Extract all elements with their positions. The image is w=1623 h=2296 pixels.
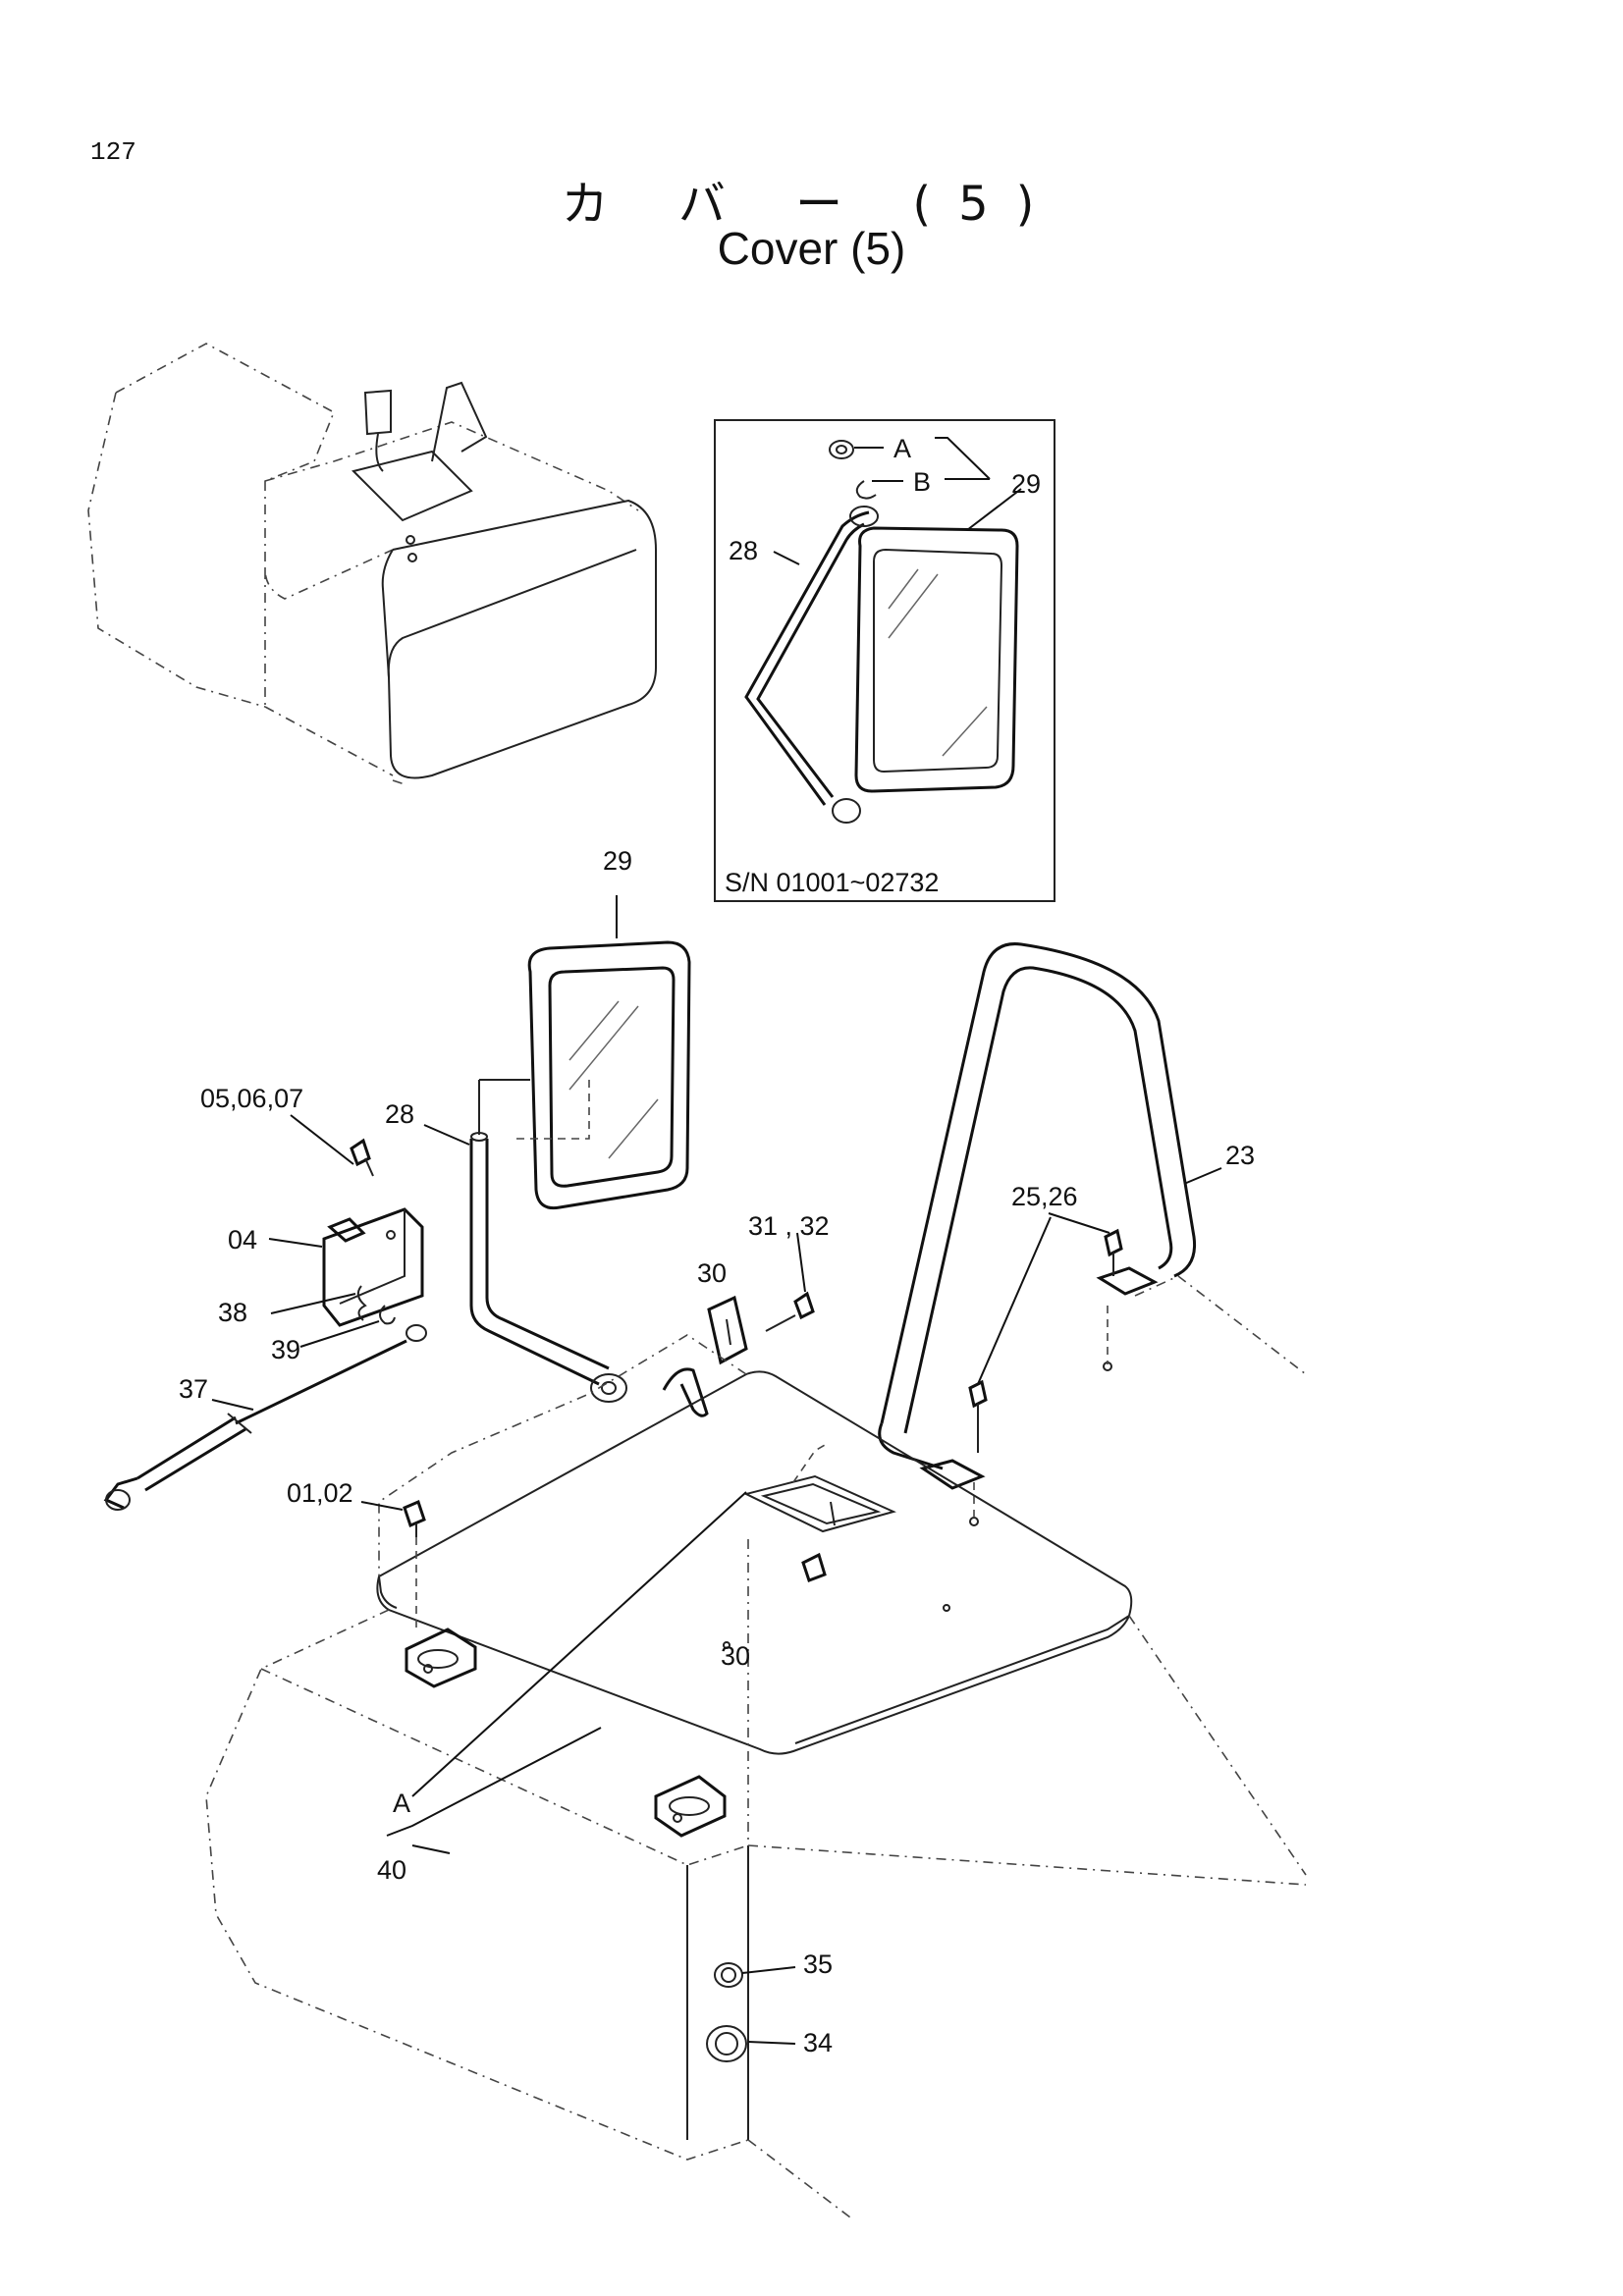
arm-28 xyxy=(469,1079,627,1403)
page-number: 127 xyxy=(90,137,136,167)
mirror-29 xyxy=(511,940,691,1210)
lower-body xyxy=(205,1275,1307,2221)
bolt-01-02 xyxy=(403,1499,426,1629)
bracket-30 xyxy=(662,1291,815,1417)
page-title-english: Cover (5) xyxy=(717,223,906,274)
callout-37: 37 xyxy=(179,1374,208,1404)
inset-label-28: 28 xyxy=(729,536,758,565)
callout-29: 29 xyxy=(603,846,632,876)
inset-label-29: 29 xyxy=(1011,469,1041,499)
handrail-23 xyxy=(878,942,1197,1526)
callout-01-02: 01,02 xyxy=(287,1478,353,1508)
gas-spring-assembly xyxy=(103,1285,427,1511)
callout-25-26: 25,26 xyxy=(1011,1182,1078,1211)
callout-a: A xyxy=(393,1789,410,1818)
callout-31-32: 31 , 32 xyxy=(748,1211,830,1241)
hinge-right xyxy=(654,1775,727,1838)
callout-28: 28 xyxy=(385,1099,414,1129)
bracket-04 xyxy=(322,1138,424,1327)
page-title-japanese: カ バ ー (5) xyxy=(561,177,1062,232)
serial-range: S/N 01001~02732 xyxy=(725,868,939,897)
callout-23: 23 xyxy=(1225,1141,1255,1170)
callout-35: 35 xyxy=(803,1949,833,1979)
overview-machine xyxy=(87,343,657,786)
callout-04: 04 xyxy=(228,1225,257,1255)
inset-label-a: A xyxy=(893,434,911,463)
leader-lines xyxy=(211,895,1222,2045)
callout-40: 40 xyxy=(377,1855,406,1885)
callout-30-lower: 30 xyxy=(721,1641,750,1671)
callout-38: 38 xyxy=(218,1298,247,1327)
callout-39: 39 xyxy=(271,1335,300,1364)
cover-panel xyxy=(376,1334,1133,1755)
callout-05-06-07: 05,06,07 xyxy=(200,1084,303,1113)
callout-labels: 29 28 05,06,07 04 38 39 37 01,02 30 31 ,… xyxy=(179,846,1255,2057)
inset-label-b: B xyxy=(913,467,931,497)
hinge-left xyxy=(405,1628,477,1688)
callout-30: 30 xyxy=(697,1258,727,1288)
callout-34: 34 xyxy=(803,2028,833,2057)
inset-detail: A B 29 28 S/N 01001~02732 xyxy=(714,419,1055,902)
